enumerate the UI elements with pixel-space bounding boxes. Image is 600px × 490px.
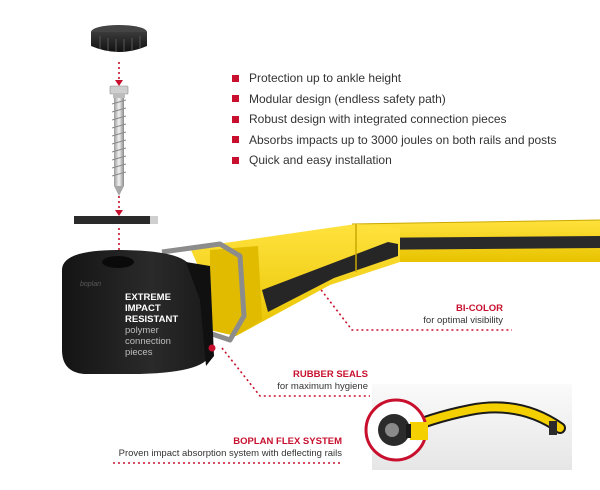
callout-bicolor: BI-COLOR for optimal visibility [423, 303, 503, 327]
post-label-line1: EXTREME [125, 292, 171, 303]
rail-bracket [161, 241, 247, 343]
post-brand-logo: boplan [80, 281, 102, 288]
post-label-line2: IMPACT [125, 303, 161, 314]
callout-flex-subtitle: Proven impact absorption system with def… [118, 448, 342, 459]
rail-front [190, 224, 400, 336]
feature-item: Quick and easy installation [232, 150, 557, 171]
screw-part [109, 85, 129, 196]
callout-bicolor-subtitle: for optimal visibility [423, 315, 503, 326]
callout-rubber-seals: RUBBER SEALS for maximum hygiene [277, 369, 368, 393]
feature-list: Protection up to ankle height Modular de… [232, 68, 557, 171]
washer-plate [74, 216, 158, 224]
rail-back [351, 219, 600, 262]
feature-item: Absorbs impacts up to 3000 joules on bot… [232, 130, 557, 151]
bullet-square-icon [232, 136, 239, 144]
post-label-line3: RESISTANT [125, 314, 179, 325]
callout-flex-system: BOPLAN FLEX SYSTEM Proven impact absorpt… [119, 436, 342, 460]
bullet-square-icon [232, 156, 239, 164]
callout-rubber-subtitle: for maximum hygiene [277, 381, 368, 392]
post-label-line4: polymer [125, 325, 159, 336]
post-label-line6: pieces [125, 347, 153, 358]
bullet-square-icon [232, 115, 239, 123]
feature-item: Protection up to ankle height [232, 68, 557, 89]
cap-part [91, 25, 147, 52]
bullet-square-icon [232, 74, 239, 82]
callout-rubber-title: RUBBER SEALS [293, 369, 368, 380]
flex-detail [364, 384, 572, 470]
callout-flex-title: BOPLAN FLEX SYSTEM [233, 436, 342, 447]
bullet-square-icon [232, 95, 239, 103]
guide-lines [110, 62, 512, 464]
feature-item: Robust design with integrated connection… [232, 109, 557, 130]
post-label-line5: connection [125, 336, 171, 347]
post-part [62, 250, 216, 374]
callout-bicolor-title: BI-COLOR [456, 303, 503, 314]
feature-item: Modular design (endless safety path) [232, 89, 557, 110]
post-label: EXTREME IMPACT RESISTANT polymer connect… [125, 292, 178, 358]
